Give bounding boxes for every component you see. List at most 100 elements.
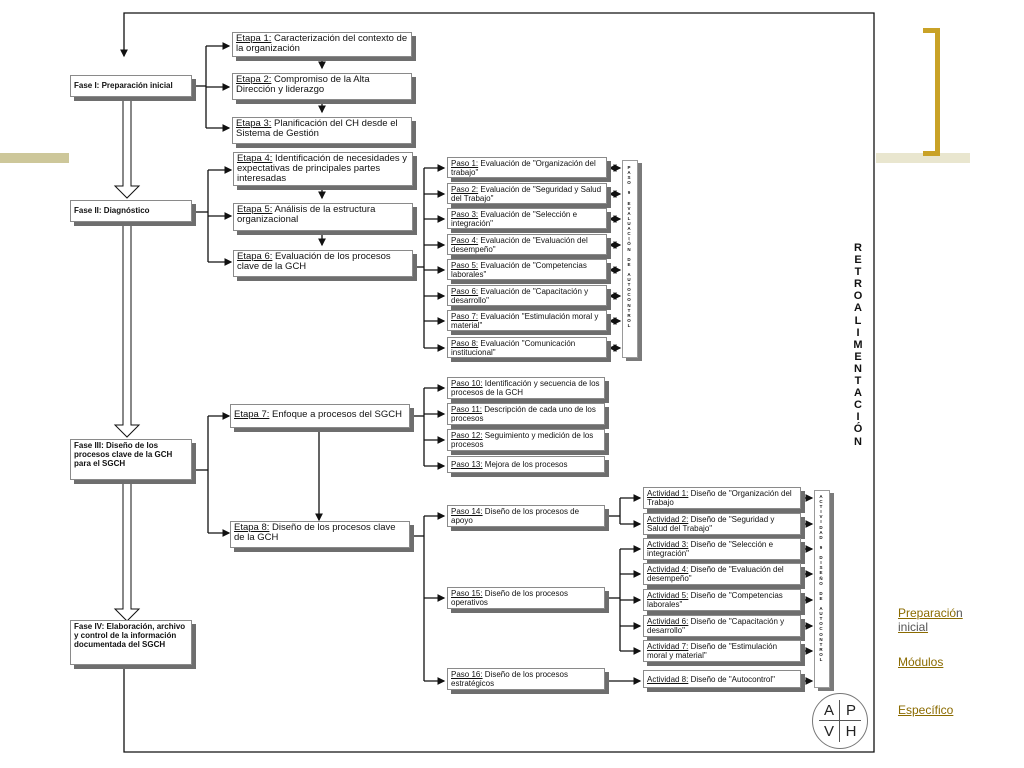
actividad-8-tag: Actividad 8: — [647, 675, 689, 684]
paso-15-tag: Paso 15: — [451, 589, 483, 598]
phase-3-box: Fase III: Diseño de los procesos clave d… — [70, 439, 192, 480]
preparacion-inicial-link[interactable]: Preparación inicial — [898, 606, 988, 634]
vertical-letter: E — [854, 350, 862, 363]
bracket-decoration — [923, 28, 940, 156]
vertical-letter: C — [627, 231, 631, 237]
paso-8-text: Evaluación "Comunicación institucional" — [451, 339, 576, 357]
vertical-letter: N — [854, 435, 862, 448]
paso-12-box: Paso 12: Seguimiento y medición de los p… — [447, 429, 605, 451]
stage-5-text: Análisis de la estructura organizacional — [237, 204, 376, 225]
vertical-letter: O — [627, 317, 631, 323]
actividad-7-text: Diseño de "Estimulación moral y material… — [647, 642, 778, 660]
logo-letter-h: H — [845, 723, 857, 740]
vertical-letter: T — [627, 282, 631, 288]
vertical-letter: C — [627, 292, 631, 298]
actividad-2-text: Diseño de "Seguridad y Salud del Trabajo… — [647, 515, 775, 533]
vertical-letter: N — [627, 302, 631, 308]
paso-6-box: Paso 6: Evaluación de "Capacitación y de… — [447, 285, 607, 306]
vertical-letter: O — [819, 651, 823, 657]
stage-1-box: Etapa 1: Caracterización del contexto de… — [232, 32, 412, 57]
decorative-bar-left — [0, 153, 69, 163]
vertical-letter: A — [819, 494, 823, 499]
paso-14-text: Diseño de los procesos de apoyo — [451, 507, 580, 525]
paso-2-box: Paso 2: Evaluación de "Seguridad y Salud… — [447, 183, 607, 204]
vertical-letter: T — [854, 266, 862, 279]
vertical-letter: P — [627, 165, 631, 170]
paso-14-tag: Paso 14: — [451, 507, 483, 516]
actividad-2-tag: Actividad 2: — [647, 515, 689, 524]
logo-letter-a: A — [823, 702, 834, 719]
actividad-7-tag: Actividad 7: — [647, 642, 689, 651]
paso-15-box: Paso 15: Diseño de los procesos operativ… — [447, 587, 605, 609]
vertical-letter: Ó — [853, 423, 863, 436]
paso-14-box: Paso 14: Diseño de los procesos de apoyo — [447, 505, 605, 527]
paso-10-text: Identificación y secuencia de los proces… — [451, 379, 600, 397]
vertical-letter: A — [819, 529, 823, 535]
vertical-letter: E — [627, 261, 631, 267]
actividad-1-text: Diseño de "Organización del Trabajo — [647, 489, 792, 507]
vertical-letter: E — [627, 200, 631, 206]
vertical-letter: I — [820, 509, 822, 515]
especifico-link[interactable]: Específico — [898, 703, 954, 717]
paso-6-tag: Paso 6: — [451, 287, 479, 296]
paso-12-text: Seguimiento y medición de los procesos — [451, 431, 594, 449]
vertical-letter: O — [627, 180, 631, 186]
vertical-letter: L — [627, 322, 631, 328]
stage-7-tag: Etapa 7: — [234, 409, 270, 420]
vertical-letter: R — [819, 646, 823, 652]
logo-vertical-line — [839, 700, 840, 742]
stage-1-text: Caracterización del contexto de la organ… — [236, 33, 408, 54]
vertical-letter: D — [819, 590, 823, 596]
paso-4-box: Paso 4: Evaluación de "Evaluación del de… — [447, 234, 607, 255]
actividad-6-text: Diseño de "Capacitación y desarrollo" — [647, 617, 785, 635]
vertical-letter: R — [854, 242, 862, 254]
actividad-3-tag: Actividad 3: — [647, 540, 689, 549]
stage-3-tag: Etapa 3: — [236, 118, 272, 129]
vertical-letter: R — [854, 278, 862, 291]
vertical-letter: A — [854, 302, 862, 315]
vertical-letter: V — [627, 205, 631, 211]
vertical-letter: O — [819, 621, 823, 627]
stage-2-box: Etapa 2: Compromiso de la Alta Dirección… — [232, 73, 412, 100]
actividad-3-text: Diseño de "Selección e integración" — [647, 540, 774, 558]
vertical-letter: D — [819, 524, 823, 530]
actividad-2-box: Actividad 2: Diseño de "Seguridad y Salu… — [643, 513, 801, 535]
vertical-letter: 9 — [819, 544, 823, 550]
vertical-letter: N — [819, 636, 823, 642]
paso-4-tag: Paso 4: — [451, 236, 479, 245]
stage-4-box: Etapa 4: Identificación de necesidades y… — [233, 152, 413, 186]
vertical-letter: N — [627, 246, 631, 252]
preparacion-link-line2: inicial — [898, 620, 929, 634]
vertical-letter: C — [819, 499, 823, 505]
vertical-letter: U — [819, 611, 823, 617]
vertical-letter: 9 — [627, 190, 631, 196]
vertical-letter: O — [819, 631, 823, 637]
logo-letter-v: V — [823, 723, 834, 740]
modulos-link[interactable]: Módulos — [898, 655, 944, 669]
paso-7-tag: Paso 7: — [451, 312, 479, 321]
paso-3-box: Paso 3: Evaluación de "Selección e integ… — [447, 208, 607, 229]
vertical-letter: R — [627, 312, 631, 318]
phva-cycle-logo: A P V H — [812, 693, 868, 749]
stage-2-tag: Etapa 2: — [236, 74, 272, 85]
actividad-6-box: Actividad 6: Diseño de "Capacitación y d… — [643, 615, 801, 637]
stage-8-tag: Etapa 8: — [234, 522, 270, 533]
vertical-letter: A — [854, 387, 862, 400]
actividad-4-box: Actividad 4: Diseño de "Evaluación del d… — [643, 563, 801, 585]
vertical-letter: Ó — [627, 241, 631, 247]
vertical-letter: L — [819, 657, 823, 662]
vertical-letter: C — [819, 626, 823, 632]
paso-1-tag: Paso 1: — [451, 159, 479, 168]
paso-6-text: Evaluación de "Capacitación y desarrollo… — [451, 287, 589, 305]
stage-8-text: Diseño de los procesos clave de la GCH — [234, 522, 396, 543]
preparacion-link-text[interactable]: Preparació — [898, 606, 957, 620]
stage-3-text: Planificación del CH desde el Sistema de… — [236, 118, 398, 139]
vertical-letter: I — [856, 411, 860, 424]
actividad-5-text: Diseño de "Competencias laborales" — [647, 591, 783, 609]
vertical-letter: L — [854, 314, 862, 327]
vertical-letter: E — [819, 595, 823, 601]
vertical-letter: A — [627, 271, 631, 277]
